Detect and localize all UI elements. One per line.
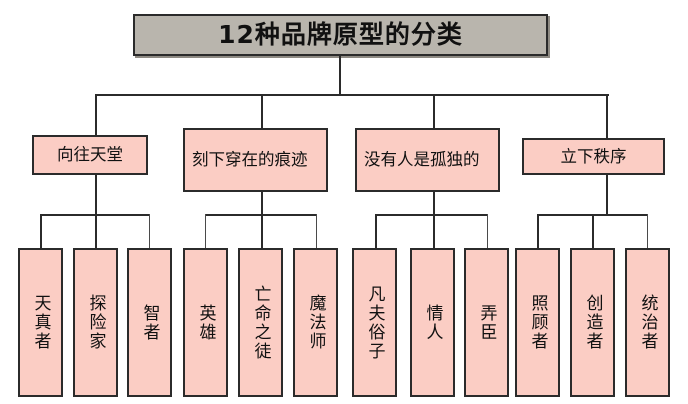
connector-drop-group-3 (433, 94, 435, 128)
connector-leaf-drop-2-2 (261, 214, 263, 248)
connector-stem-group-1 (95, 175, 97, 215)
connector-leaf-drop-4-2 (592, 214, 594, 248)
connector-drop-group-2 (261, 94, 263, 128)
connector-stem-group-4 (606, 175, 608, 215)
leaf-box-2-3[interactable]: 魔法师 (293, 248, 338, 397)
group-box-4[interactable]: 立下秩序 (522, 138, 665, 175)
group-box-3[interactable]: 没有人是孤独的 (355, 128, 500, 192)
connector-stem-group-3 (433, 192, 435, 215)
connector-leaf-drop-1-2 (95, 214, 97, 248)
leaf-box-3-1[interactable]: 凡夫俗子 (352, 248, 397, 397)
leaf-box-2-1[interactable]: 英雄 (183, 248, 228, 397)
connector-leaf-drop-3-2 (433, 214, 435, 248)
leaf-box-1-1[interactable]: 天真者 (18, 248, 63, 397)
leaf-box-2-2[interactable]: 亡命之徒 (238, 248, 283, 397)
leaf-box-4-3[interactable]: 统治者 (625, 248, 670, 397)
leaf-box-1-3[interactable]: 智者 (127, 248, 172, 397)
leaf-box-3-3[interactable]: 弄臣 (464, 248, 509, 397)
connector-leaf-drop-1-3 (149, 214, 150, 248)
connector-leaf-drop-4-3 (647, 214, 648, 248)
connector-leaf-drop-2-3 (316, 214, 317, 248)
connector-leaf-drop-4-1 (537, 214, 539, 248)
leaf-box-1-2[interactable]: 探险家 (73, 248, 118, 397)
connector-main-bus (95, 94, 609, 96)
connector-leaf-drop-1-1 (40, 214, 42, 248)
connector-leaf-drop-3-3 (487, 214, 488, 248)
connector-stem-group-2 (261, 192, 263, 215)
leaf-box-4-1[interactable]: 照顾者 (515, 248, 560, 397)
connector-leaf-drop-3-1 (375, 214, 377, 248)
leaf-box-4-2[interactable]: 创造者 (570, 248, 615, 397)
leaf-box-3-2[interactable]: 情人 (410, 248, 455, 397)
connector-subbus-group-3 (375, 214, 488, 216)
group-box-2[interactable]: 刻下穿在的痕迹 (183, 128, 328, 192)
connector-drop-group-4 (606, 94, 608, 138)
connector-drop-group-1 (95, 94, 97, 135)
diagram-title-box: 12种品牌原型的分类 (133, 14, 548, 56)
connector-title-stem (339, 56, 341, 95)
connector-leaf-drop-2-1 (205, 214, 206, 248)
group-box-1[interactable]: 向往天堂 (32, 135, 148, 175)
